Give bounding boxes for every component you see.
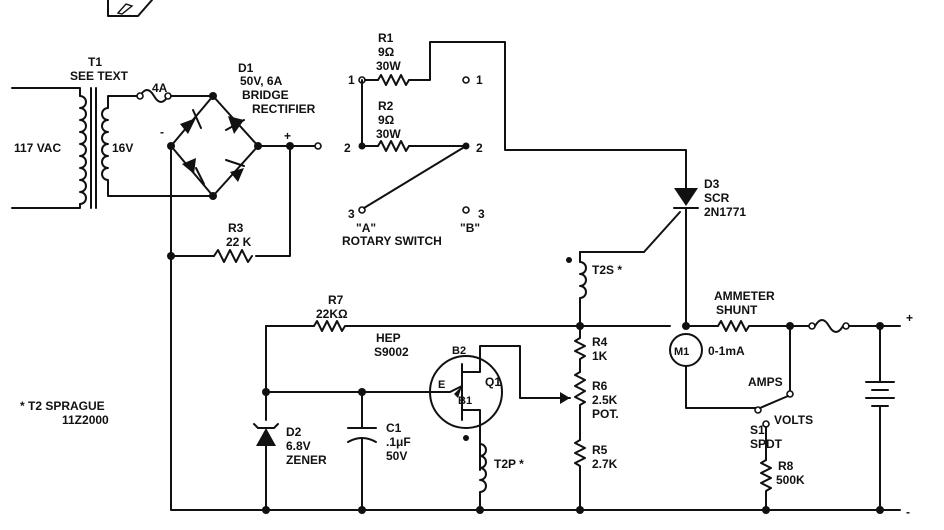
shunt-line1: AMMETER xyxy=(714,289,775,303)
r4-designator: R4 xyxy=(592,335,608,349)
ammeter-shunt xyxy=(717,320,750,332)
zener-d2 xyxy=(253,423,279,511)
d3-part: 2N1771 xyxy=(704,205,746,219)
switch-pos2: 2 xyxy=(344,141,351,155)
transformer-t1 xyxy=(11,87,109,209)
q1-b1: B1 xyxy=(458,395,472,407)
r5-value: 2.7K xyxy=(592,457,618,471)
d3-type: SCR xyxy=(704,191,730,205)
potentiometer-r6 xyxy=(574,371,586,441)
page-corner-fragment xyxy=(107,0,153,17)
r2-power: 30W xyxy=(376,127,401,141)
pencil-icon xyxy=(116,3,134,15)
switch-s1 xyxy=(759,395,789,409)
switch-wiper xyxy=(363,145,467,209)
shunt-line2: SHUNT xyxy=(716,303,758,317)
fuse-main-label: 4A xyxy=(152,81,168,95)
d2-designator: D2 xyxy=(286,425,302,439)
switch-deck-b: "B" xyxy=(460,221,480,235)
resistor-r5 xyxy=(574,439,586,511)
q1-b2: B2 xyxy=(452,345,466,357)
capacitor-c1 xyxy=(347,427,377,511)
d2-type: ZENER xyxy=(286,453,327,467)
resistor-r7 xyxy=(313,320,346,332)
d1-designator: D1 xyxy=(238,61,254,75)
t2p-label: T2P * xyxy=(494,457,524,471)
t1-note: SEE TEXT xyxy=(70,69,129,83)
bridge-rectifier-d1 xyxy=(170,95,259,197)
s1-amps: AMPS xyxy=(748,375,783,389)
c1-value: .1μF xyxy=(386,435,411,449)
q1-family: HEP xyxy=(376,331,401,345)
bridge-minus-label: - xyxy=(160,125,164,139)
d1-rating: 50V, 6A xyxy=(240,74,283,88)
t1-primary-label: 117 VAC xyxy=(14,141,61,155)
resistor-r3 xyxy=(213,249,253,263)
r1-designator: R1 xyxy=(378,31,394,45)
r2-value: 9Ω xyxy=(378,113,395,127)
switch-deck-a: "A" xyxy=(356,221,376,235)
rotary-switch-label: ROTARY SWITCH xyxy=(342,234,442,248)
switch-pos1: 1 xyxy=(348,73,355,87)
m1-range: 0-1mA xyxy=(708,344,745,358)
t1-secondary-label: 16V xyxy=(112,141,133,155)
switch-pos1b: 1 xyxy=(476,73,483,87)
wire-secondary-top xyxy=(107,95,141,103)
resistor-r4 xyxy=(574,325,586,373)
r7-value: 22KΩ xyxy=(316,307,348,321)
r1-power: 30W xyxy=(376,59,401,73)
t2s-label: T2S * xyxy=(592,263,622,277)
r6-type: POT. xyxy=(592,407,619,421)
output-minus: - xyxy=(906,505,910,519)
s1-designator: S1 xyxy=(750,423,765,437)
r6-value: 2.5K xyxy=(592,393,618,407)
switch-pos3: 3 xyxy=(348,207,355,221)
wire-negative-rail xyxy=(170,255,901,511)
fuse-output xyxy=(814,319,844,333)
q1-e: E xyxy=(438,379,445,391)
r6-designator: R6 xyxy=(592,379,608,393)
switch-pos2b: 2 xyxy=(476,141,483,155)
ujt-q1 xyxy=(265,345,571,471)
wire-meter-to-switch xyxy=(685,365,757,409)
switch-pos3b: 3 xyxy=(478,207,485,221)
wire-secondary-bottom xyxy=(107,189,214,197)
r5-designator: R5 xyxy=(592,443,608,457)
r3-value: 22 K xyxy=(226,235,252,249)
q1-designator: Q1 xyxy=(485,375,501,389)
d1-type-line2: RECTIFIER xyxy=(252,102,316,116)
r7-designator: R7 xyxy=(328,293,344,307)
d2-value: 6.8V xyxy=(286,439,311,453)
r8-designator: R8 xyxy=(778,459,794,473)
r2-designator: R2 xyxy=(378,99,394,113)
r1-value: 9Ω xyxy=(378,45,395,59)
transformer-t2p-coil xyxy=(479,443,487,511)
d3-designator: D3 xyxy=(704,177,720,191)
r8-value: 500K xyxy=(776,473,805,487)
bridge-plus-label: + xyxy=(284,129,291,143)
transformer-t2s-coil xyxy=(579,251,587,327)
resistor-r8 xyxy=(760,459,772,511)
q1-part: S9002 xyxy=(374,345,409,359)
fuse-main xyxy=(139,89,169,103)
battery-output xyxy=(865,325,895,511)
wire-r3-to-plus xyxy=(255,145,291,257)
scr-d3 xyxy=(579,188,699,327)
r4-value: 1K xyxy=(592,349,608,363)
d1-type-line1: BRIDGE xyxy=(242,88,289,102)
r3-designator: R3 xyxy=(228,221,244,235)
resistor-r1 xyxy=(377,74,410,86)
wire-r1-to-scr xyxy=(408,41,687,189)
footnote-line1: * T2 SPRAGUE xyxy=(20,399,105,413)
t1-designator: T1 xyxy=(88,55,102,69)
c1-voltage: 50V xyxy=(386,449,407,463)
m1-designator: M1 xyxy=(674,346,689,358)
output-plus: + xyxy=(906,311,913,325)
s1-volts: VOLTS xyxy=(774,413,813,427)
c1-designator: C1 xyxy=(386,421,402,435)
footnote-line2: 11Z2000 xyxy=(62,413,109,427)
resistor-r2 xyxy=(377,140,410,152)
